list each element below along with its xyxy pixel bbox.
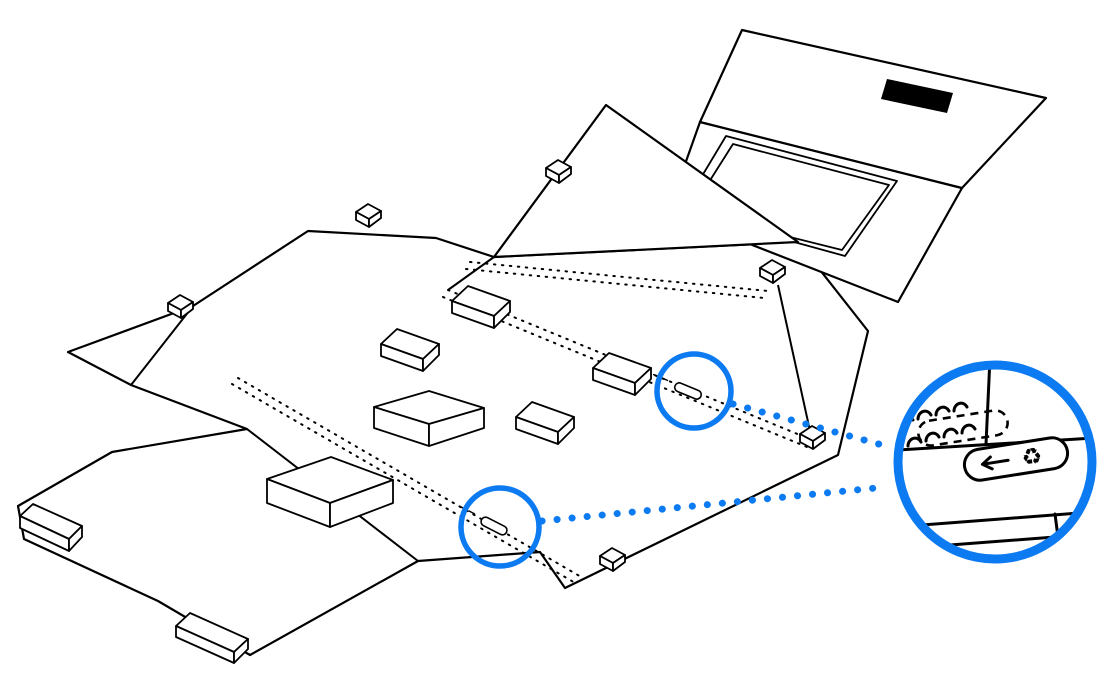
lid-assembly <box>666 28 1048 304</box>
zoom-perforated-tab-outline <box>917 409 1009 447</box>
corner-tab <box>355 203 382 228</box>
foam-block-upper <box>373 390 485 447</box>
callout-circle-lower <box>458 485 542 569</box>
triangle-flap <box>492 103 800 259</box>
handle-cutout <box>881 79 953 113</box>
foam-block-lower <box>266 456 394 528</box>
callout-circle-upper <box>654 351 734 431</box>
zoom-pull-tab: ♻ <box>962 436 1070 482</box>
arrow-icon <box>980 455 1010 471</box>
perforation-lines <box>231 261 813 585</box>
end-cap-bar <box>19 503 83 552</box>
magnifier: ♻ <box>893 360 1097 564</box>
zoom-panel-edge-vertical <box>984 369 992 446</box>
magnifier-ring <box>893 360 1097 564</box>
zoom-fold-edge-bottom-1 <box>902 510 1088 529</box>
end-cap-bar <box>175 612 249 664</box>
unfolded-sheet-outline <box>16 229 870 657</box>
leader-dots-lower <box>538 483 890 525</box>
lid-top-flap <box>698 28 1048 190</box>
pull-tab-lower <box>460 506 508 536</box>
recycle-icon: ♻ <box>1020 443 1044 472</box>
